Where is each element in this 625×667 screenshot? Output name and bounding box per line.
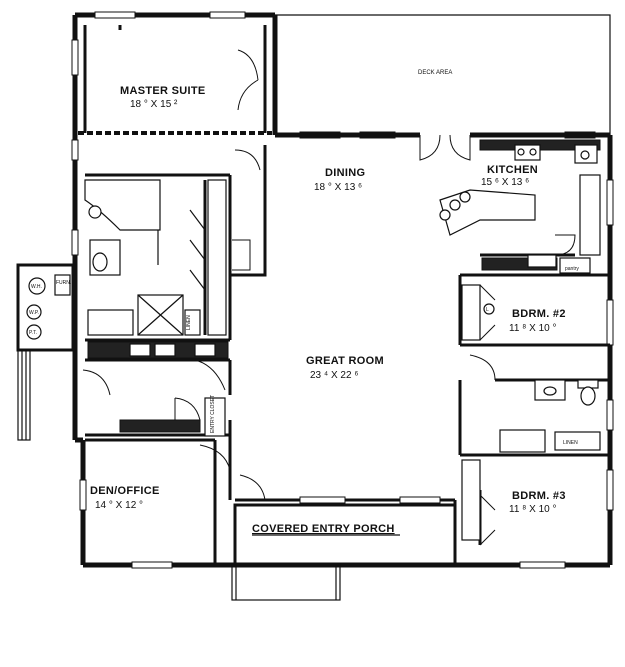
label-linen-bath: LINEN: [563, 440, 578, 446]
exterior-walls: [72, 12, 613, 568]
label-l: L: [486, 307, 489, 313]
utility-cabinets: ENTRY CLOSET: [87, 341, 229, 437]
room-labels: MASTER SUITE 18 ° X 15 ² DECK AREA DININ…: [90, 70, 566, 536]
room-bdrm3-name: BDRM. #3: [512, 490, 566, 502]
label-wh: W.H.: [31, 284, 42, 290]
room-deck-name: DECK AREA: [418, 70, 452, 76]
room-bdrm2-name: BDRM. #2: [512, 308, 566, 320]
utility-room: W.H. FURN. W.P. P.T.: [16, 263, 75, 441]
room-great-name: GREAT ROOM: [306, 355, 384, 367]
room-master-dims: 18 ° X 15 ²: [130, 99, 178, 110]
label-pantry: pantry: [565, 266, 579, 272]
room-dining-dims: 18 ° X 13 ⁶: [314, 182, 362, 193]
covered-porch: [231, 496, 457, 601]
room-bdrm3-dims: 11 ⁸ X 10 °: [509, 504, 557, 515]
room-porch-name: COVERED ENTRY PORCH: [252, 523, 395, 535]
doors: [82, 49, 471, 501]
room-dining-name: DINING: [325, 167, 365, 179]
room-den-name: DEN/OFFICE: [90, 485, 160, 497]
room-master-name: MASTER SUITE: [120, 85, 206, 97]
room-kitchen-name: KITCHEN: [487, 164, 538, 176]
label-linen-master: LINEN: [186, 315, 192, 330]
kitchen-fixtures: pantry: [439, 139, 601, 274]
room-great-dims: 23 ⁴ X 22 ⁶: [310, 370, 358, 381]
master-bath: LINEN: [84, 179, 227, 336]
room-den-dims: 14 ° X 12 °: [95, 500, 143, 511]
room-bdrm2-dims: 11 ⁸ X 10 °: [509, 323, 557, 334]
label-entry-closet: ENTRY CLOSET: [210, 395, 216, 433]
room-kitchen-dims: 15 ⁶ X 13 ⁶: [481, 177, 529, 188]
label-wp: W.P.: [29, 310, 39, 316]
label-furn: FURN.: [56, 280, 71, 286]
label-pt: P.T.: [29, 330, 37, 336]
bedroom-wing-fixtures: L LINEN: [461, 284, 601, 546]
